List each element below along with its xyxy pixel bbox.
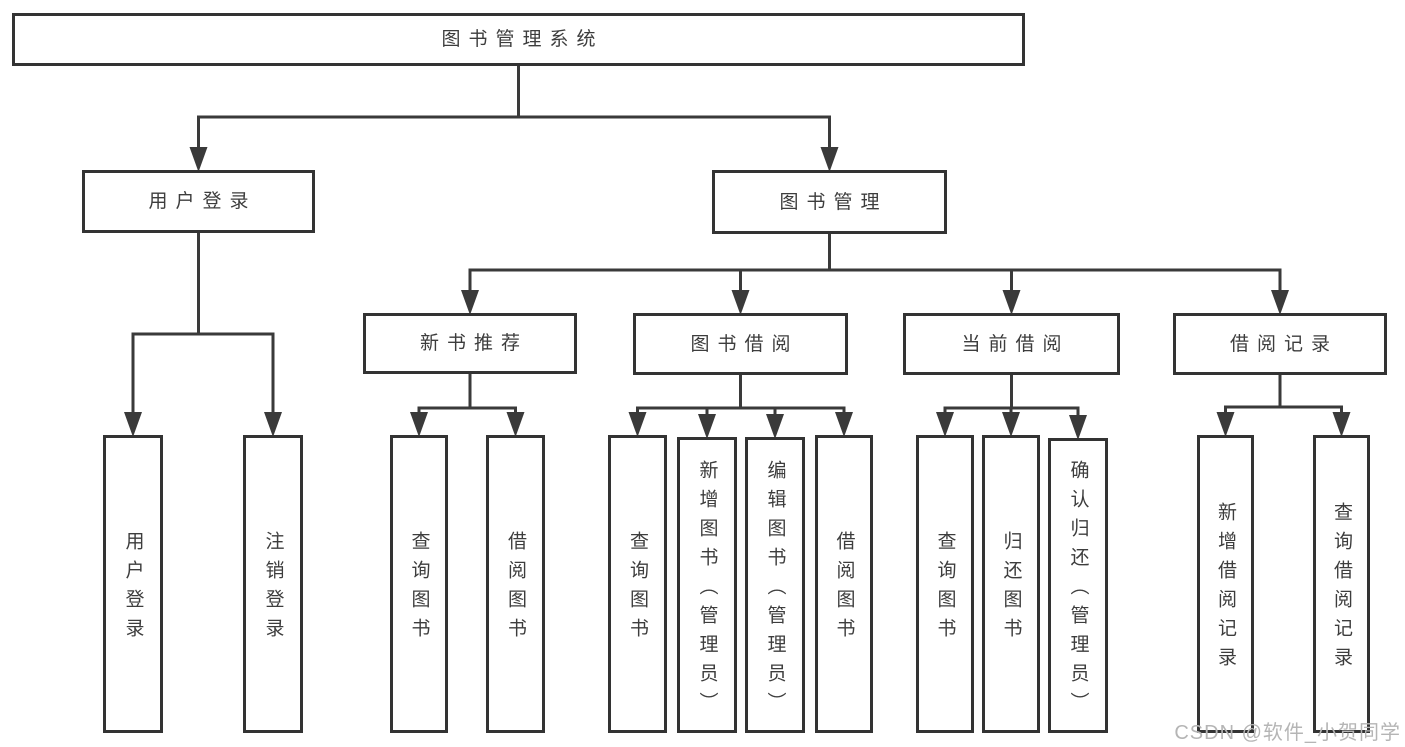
node-login-user: 用户登录 bbox=[103, 435, 163, 733]
node-label: 图书借阅 bbox=[690, 333, 799, 355]
node-label: 归还图书 bbox=[1000, 531, 1022, 647]
arrowhead-icon bbox=[1216, 412, 1235, 437]
node-label: 借阅图书 bbox=[505, 531, 526, 647]
node-rec-query: 查询借阅记录 bbox=[1313, 435, 1370, 733]
node-cur-confirm: 确认归还（管理员） bbox=[1048, 438, 1108, 733]
node-label: 用户登录 bbox=[148, 191, 257, 212]
arrowhead-icon bbox=[264, 412, 282, 437]
node-label: 确认归还（管理员） bbox=[1067, 460, 1089, 721]
node-label: 编辑图书（管理员） bbox=[764, 459, 786, 721]
node-label: 新增图书（管理员） bbox=[696, 459, 718, 721]
arrowhead-icon bbox=[410, 412, 428, 437]
node-login-logout: 注销登录 bbox=[243, 435, 303, 733]
node-current: 当前借阅 bbox=[903, 313, 1120, 375]
arrowhead-icon bbox=[766, 414, 784, 439]
node-label: 借阅记录 bbox=[1229, 333, 1338, 355]
node-label: 查询图书 bbox=[934, 531, 956, 647]
node-label: 查询图书 bbox=[627, 531, 648, 647]
arrowhead-icon bbox=[1002, 412, 1020, 437]
arrowhead-icon bbox=[1332, 412, 1351, 437]
node-label: 借阅图书 bbox=[833, 531, 855, 647]
node-bw-query: 查询图书 bbox=[608, 435, 667, 733]
node-cur-query: 查询图书 bbox=[916, 435, 974, 733]
node-borrow: 图书借阅 bbox=[633, 313, 848, 375]
arrowhead-icon bbox=[506, 412, 525, 437]
node-label: 图书管理系统 bbox=[441, 29, 604, 50]
arrowhead-icon bbox=[820, 147, 839, 172]
node-rec-add: 新增借阅记录 bbox=[1197, 435, 1254, 733]
node-nb-query: 查询图书 bbox=[390, 435, 448, 733]
node-bw-edit: 编辑图书（管理员） bbox=[745, 437, 805, 733]
arrowhead-icon bbox=[1069, 415, 1087, 440]
arrowhead-icon bbox=[835, 412, 853, 437]
node-nb-borrow: 借阅图书 bbox=[486, 435, 545, 733]
node-label: 查询借阅记录 bbox=[1331, 502, 1352, 676]
arrowhead-icon bbox=[698, 414, 716, 439]
node-label: 新书推荐 bbox=[419, 333, 528, 354]
node-root: 图书管理系统 bbox=[12, 13, 1025, 66]
node-label: 图书管理 bbox=[779, 191, 888, 213]
arrowhead-icon bbox=[936, 412, 954, 437]
arrowhead-icon bbox=[1271, 290, 1289, 315]
node-mgmt: 图书管理 bbox=[712, 170, 947, 234]
node-label: 注销登录 bbox=[262, 531, 284, 647]
node-label: 用户登录 bbox=[122, 531, 144, 647]
arrowhead-icon bbox=[461, 290, 479, 315]
node-cur-return: 归还图书 bbox=[982, 435, 1040, 733]
node-label: 新增借阅记录 bbox=[1215, 502, 1236, 676]
arrowhead-icon bbox=[124, 412, 142, 437]
watermark: CSDN @软件_小贺同学 bbox=[1174, 722, 1401, 744]
arrowhead-icon bbox=[628, 412, 647, 437]
node-bw-add: 新增图书（管理员） bbox=[677, 437, 737, 733]
arrowhead-icon bbox=[731, 290, 750, 315]
node-label: 当前借阅 bbox=[961, 333, 1070, 355]
node-newbook: 新书推荐 bbox=[363, 313, 577, 374]
arrowhead-icon bbox=[1002, 290, 1021, 315]
node-login: 用户登录 bbox=[82, 170, 315, 233]
node-label: 查询图书 bbox=[408, 531, 430, 647]
node-bw-borrow: 借阅图书 bbox=[815, 435, 873, 733]
arrowhead-icon bbox=[189, 147, 208, 172]
node-records: 借阅记录 bbox=[1173, 313, 1387, 375]
